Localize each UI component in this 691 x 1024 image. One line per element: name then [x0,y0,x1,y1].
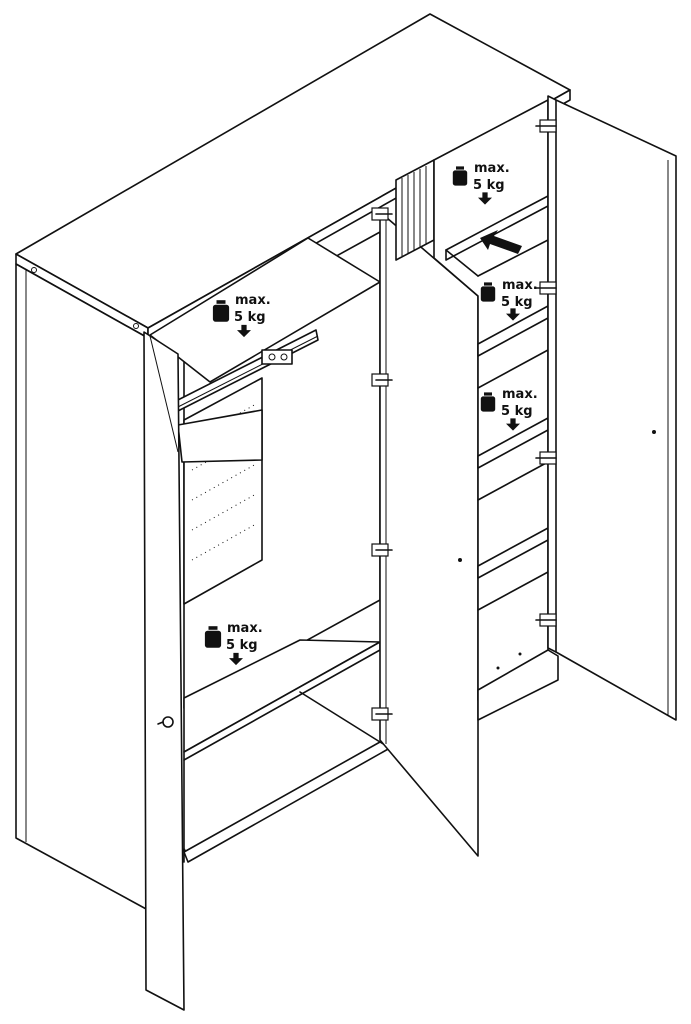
max-label: max. [474,161,510,176]
weight-limit-badge-2: max. 5 kg [204,621,263,666]
hinge-icon [535,119,557,133]
max-label: max. [227,621,263,636]
left-plinth [183,741,391,863]
drawer-front [177,409,263,463]
left-door-panel [143,331,185,1011]
hinge-icon [535,613,557,627]
hinge-icon [535,281,557,295]
hinge-icon [535,451,557,465]
right-plinth [477,649,559,721]
weight-limit-badge-1: max. 5 kg [212,293,271,338]
hinge-icon [371,207,393,221]
hinge-icon [371,373,393,387]
weight-label: 5 kg [501,404,533,419]
weight-limit-badge-4: max. 5 kg [480,278,538,321]
weight-label: 5 kg [501,295,533,310]
weight-label: 5 kg [226,638,258,653]
center-door-panel [379,211,479,857]
max-label: max. [235,293,271,308]
hinges [371,119,557,721]
left-side-panel [15,263,149,911]
right-door [547,95,677,721]
weight-label: 5 kg [473,178,505,193]
hinge-icon [371,707,393,721]
center-door [379,211,479,857]
max-label: max. [502,387,538,402]
right-door-panel [547,95,677,721]
weight-limit-badge-5: max. 5 kg [480,387,538,431]
weight-label: 5 kg [234,310,266,325]
left-compartment [149,231,391,863]
hinge-icon [371,543,393,557]
knob-icon [157,716,174,728]
max-label: max. [502,278,538,293]
left-door [143,331,185,1011]
weight-limit-badge-3: max. 5 kg [452,161,510,205]
pointer-arrow-icon [480,230,522,254]
